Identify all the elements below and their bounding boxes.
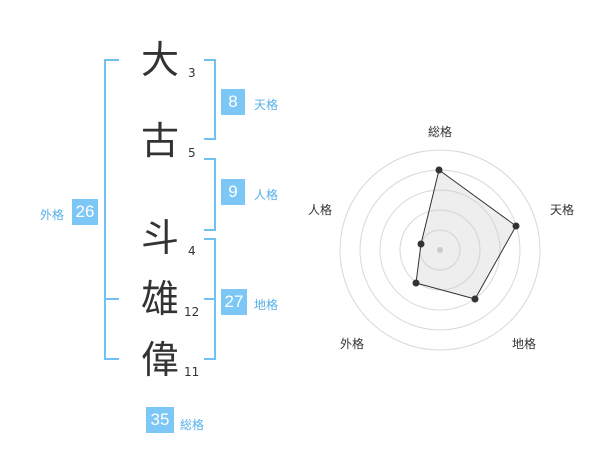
radar-label-right: 天格: [549, 203, 574, 217]
stroke-count-3: 4: [188, 244, 196, 258]
radar-label-left: 人格: [307, 203, 332, 217]
chikaku-label: 地格: [254, 298, 279, 312]
name-char-5: 偉: [141, 338, 180, 382]
stroke-count-1: 3: [188, 66, 196, 80]
name-char-2: 古: [141, 119, 180, 163]
radar-point-chikaku: [471, 295, 479, 303]
stroke-count-2: 5: [188, 146, 196, 160]
radar-center: [437, 247, 443, 253]
gaikaku-value: 26: [72, 199, 98, 225]
radar-label-top: 総格: [427, 125, 452, 139]
name-char-1: 大: [141, 38, 180, 82]
radar-point-tenkaku: [512, 222, 520, 230]
radar-point-soukaku: [435, 166, 443, 174]
name-char-3: 斗: [141, 216, 180, 260]
radar-point-jinkaku: [417, 240, 425, 248]
radar-label-bottom-right: 地格: [511, 337, 536, 351]
jinkaku-label: 人格: [254, 188, 279, 202]
radar-point-gaikaku: [412, 279, 420, 287]
chikaku-value: 27: [221, 289, 247, 315]
stroke-count-4: 12: [184, 305, 200, 319]
gaikaku-label: 外格: [40, 208, 65, 222]
soukaku-value: 35: [146, 407, 174, 433]
tenkaku-value: 8: [221, 89, 245, 115]
stroke-count-5: 11: [184, 365, 200, 379]
soukaku-label: 総格: [180, 418, 205, 432]
jinkaku-value: 9: [221, 179, 245, 205]
tenkaku-label: 天格: [254, 98, 279, 112]
radar-label-bottom-left: 外格: [339, 337, 364, 351]
name-char-4: 雄: [141, 277, 180, 321]
radar-shape: [415, 169, 517, 300]
